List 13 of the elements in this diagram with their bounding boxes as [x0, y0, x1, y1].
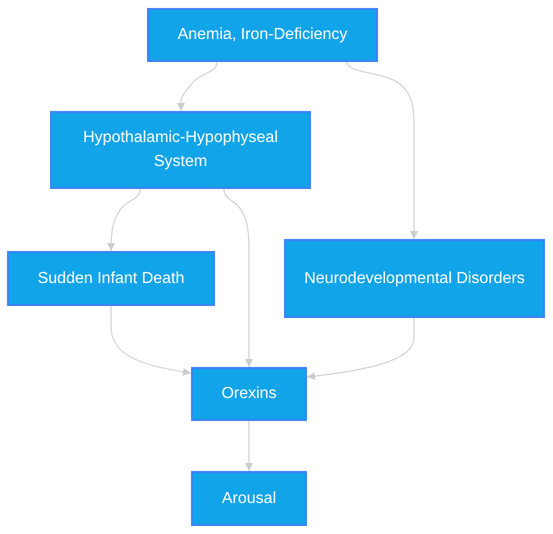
arrow — [306, 318, 414, 380]
arrow — [110, 306, 192, 376]
process-box: Sudden Infant Death — [7, 251, 215, 306]
arrow — [346, 62, 418, 240]
process-box: Neurodevelopmental Disorders — [284, 239, 545, 318]
arrow — [177, 62, 218, 112]
arrow — [107, 188, 140, 252]
process-box: Hypothalamic-Hypophyseal System — [50, 111, 311, 189]
process-box: Arousal — [191, 471, 307, 526]
process-box: Orexins — [191, 367, 307, 421]
arrow — [224, 188, 253, 368]
process-box: Anemia, Iron-Deficiency — [147, 8, 378, 62]
arrow — [245, 420, 253, 472]
